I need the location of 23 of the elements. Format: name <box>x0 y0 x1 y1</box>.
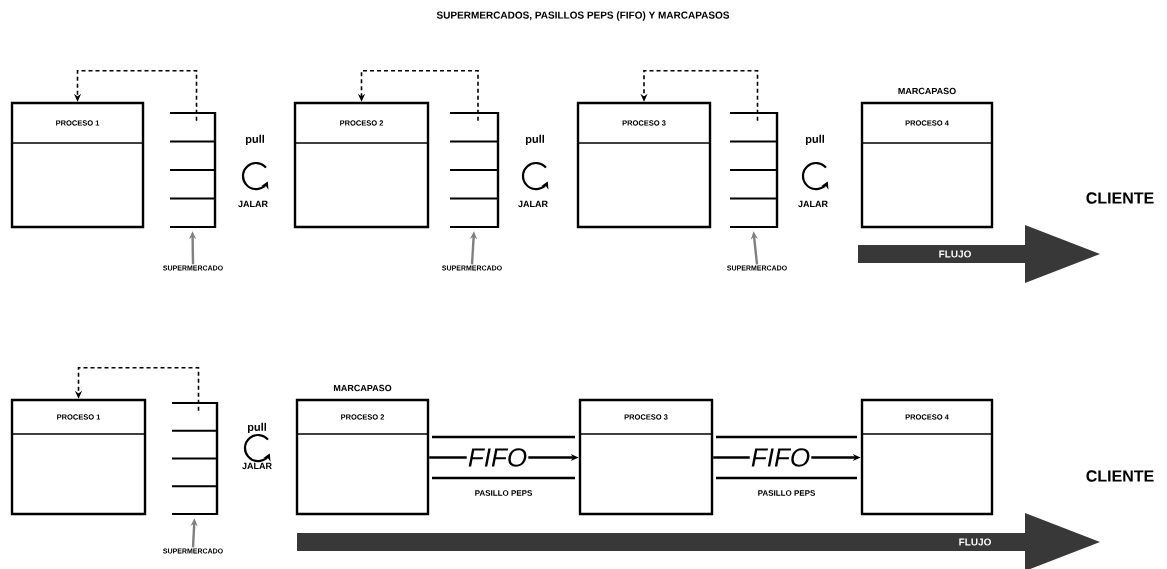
fifo-lane: FIFO <box>432 435 575 480</box>
text-label: JALAR <box>798 200 828 208</box>
text-label: pull <box>805 134 824 146</box>
text-label: pull <box>245 134 264 146</box>
connector-line <box>429 456 467 459</box>
text-label: JALAR <box>238 200 268 208</box>
supermarket-rack <box>171 402 219 515</box>
lane-caption: PASILLO PEPS <box>758 490 815 496</box>
title: SUPERMERCADOS, PASILLOS PEPS (FIFO) Y MARCAPASOS <box>436 11 730 21</box>
supermarket-rack <box>729 112 779 228</box>
text-label: CLIENTE <box>1086 192 1154 204</box>
text-label: pull <box>247 422 266 434</box>
heading: MARCAPASO <box>898 87 956 95</box>
heading: MARCAPASO <box>333 384 392 392</box>
text-label: JALAR <box>518 200 548 208</box>
supermarket-rack <box>449 112 500 228</box>
fifo-lane: FIFO <box>716 435 857 480</box>
lane-caption: PASILLO PEPS <box>475 490 532 496</box>
supermarket-rack <box>169 112 217 228</box>
text-label: JALAR <box>242 462 272 470</box>
text-label: CLIENTE <box>1086 470 1154 482</box>
connector-line <box>713 456 750 459</box>
text-label: pull <box>525 134 544 146</box>
